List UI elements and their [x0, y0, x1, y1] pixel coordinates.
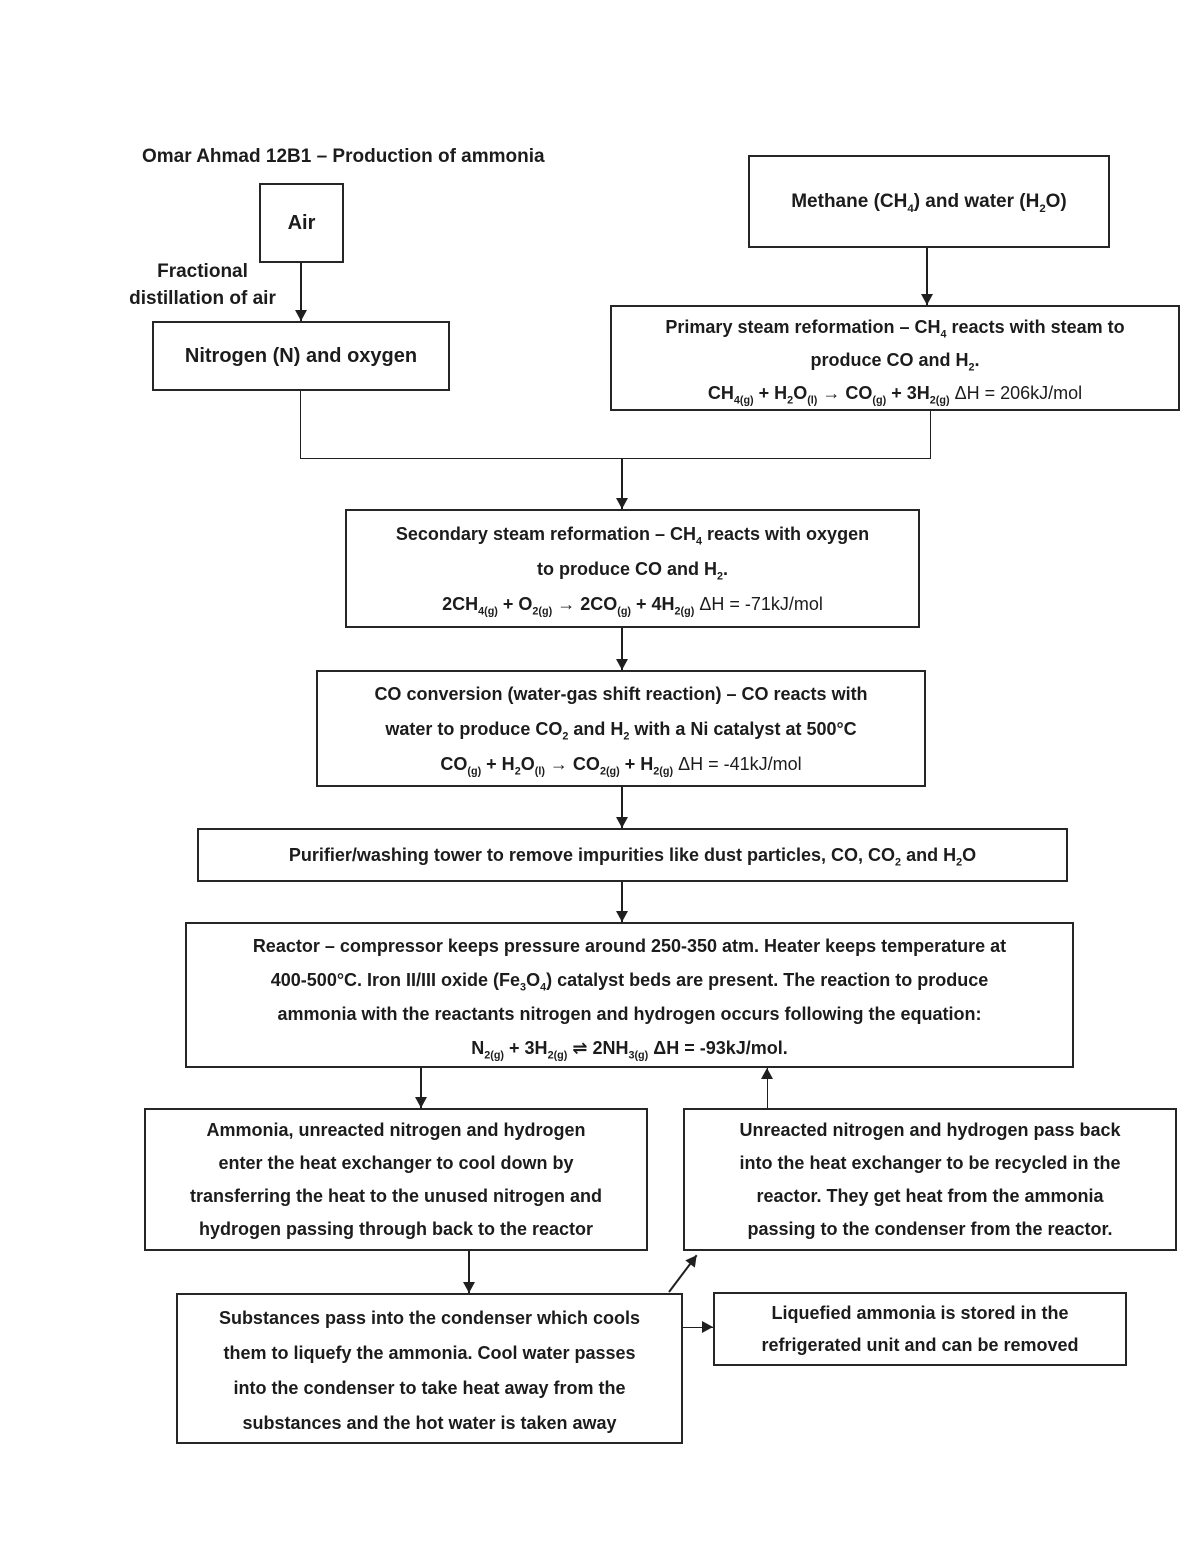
co-equation: CO(g) + H2O(l) → CO2(g) + H2(g) ΔH = -41…	[440, 754, 802, 778]
primary-steam-reformation-box: Primary steam reformation – CH4 reacts w…	[610, 305, 1180, 411]
reactor-equation: N2(g) + 3H2(g) ⇌ 2NH3(g) ΔH = -93kJ/mol.	[471, 1038, 788, 1062]
arrow-merge-to-secondary	[615, 458, 628, 509]
arrow-condenser-to-recycle	[668, 1251, 702, 1293]
arrow-methane-to-primary	[920, 248, 933, 305]
connector-primary-down	[929, 411, 931, 459]
purifier-box: Purifier/washing tower to remove impurit…	[197, 828, 1068, 882]
arrow-reactor-to-heat-exchanger	[414, 1068, 427, 1108]
primary-equation: CH4(g) + H2O(l) → CO(g) + 3H2(g) ΔH = 20…	[707, 383, 1083, 407]
ammonia-storage-box: Liquefied ammonia is stored in the refri…	[713, 1292, 1127, 1366]
connector-nitrogen-down	[299, 391, 301, 459]
arrow-air-to-nitrogen	[294, 263, 307, 321]
arrow-secondary-to-co	[615, 628, 628, 670]
fractional-distillation-label: Fractional distillation of air	[129, 261, 276, 309]
nitrogen-label: Nitrogen (N) and oxygen	[184, 344, 418, 367]
recycle-box: Unreacted nitrogen and hydrogen pass bac…	[683, 1108, 1177, 1251]
air-label: Air	[287, 211, 316, 234]
arrow-purifier-to-reactor	[615, 882, 628, 922]
co-conversion-box: CO conversion (water-gas shift reaction)…	[316, 670, 926, 787]
arrow-co-to-purifier	[615, 787, 628, 828]
secondary-equation: 2CH4(g) + O2(g) → 2CO(g) + 4H2(g) ΔH = -…	[442, 594, 823, 618]
arrow-heat-exchanger-to-condenser	[462, 1251, 475, 1293]
methane-label: Methane (CH4) and water (H2O)	[791, 190, 1067, 215]
condenser-box: Substances pass into the condenser which…	[176, 1293, 683, 1444]
air-box: Air	[259, 183, 344, 263]
connector-merge-line	[299, 457, 931, 459]
arrow-condenser-to-storage	[683, 1321, 713, 1334]
heat-exchanger-box: Ammonia, unreacted nitrogen and hydrogen…	[144, 1108, 648, 1251]
secondary-steam-reformation-box: Secondary steam reformation – CH4 reacts…	[345, 509, 920, 628]
reactor-box: Reactor – compressor keeps pressure arou…	[185, 922, 1074, 1068]
page-title: Omar Ahmad 12B1 – Production of ammonia	[142, 146, 545, 167]
methane-water-box: Methane (CH4) and water (H2O)	[748, 155, 1110, 248]
arrow-recycle-to-reactor	[761, 1068, 774, 1108]
nitrogen-oxygen-box: Nitrogen (N) and oxygen	[152, 321, 450, 391]
